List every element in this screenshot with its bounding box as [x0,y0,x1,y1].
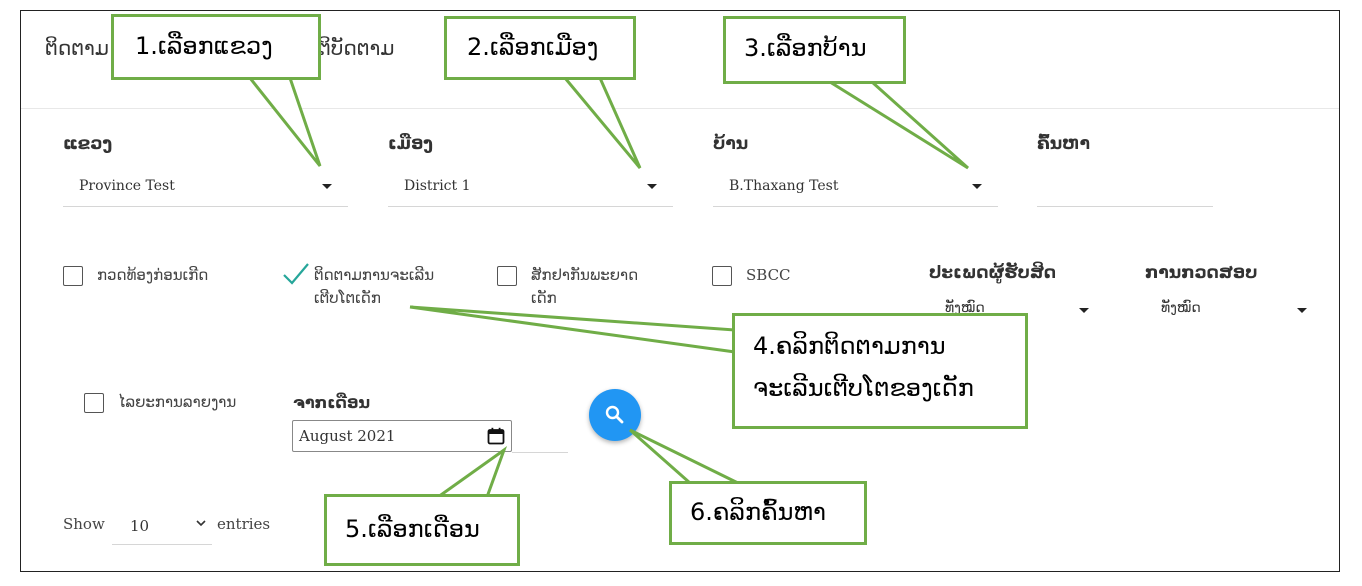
callout-select-province: 1.ເລືອກແຂວງ [111,14,321,80]
page-frame [20,10,1340,572]
search-input[interactable] [1037,170,1213,207]
entries-label: entries [217,515,271,533]
growth-monitoring-label: ຕິດຕາມການຈະເລີນ ເຕີບໂຕເດັກ [314,264,434,310]
search-label: ຄົ້ນຫາ [1037,134,1091,154]
district-label: ເມືອງ [388,134,433,154]
district-value: District 1 [404,178,471,194]
callout-click-search: 6.ຄລິກຄົ້ນຫາ [669,481,867,545]
from-month-input[interactable]: August 2021 [292,420,512,452]
check-type-value: ທັງໝົດ [1161,300,1201,316]
vaccination-label-line1: ສັກຢາກັນພະຍາດ [531,266,639,284]
from-month-label: ຈາກເດືອນ [293,393,371,412]
callout-click-growth-monitoring: 4.ຄລິກຕິດຕາມການ ຈະເລີນເຕີບໂຕຂອງເດັກ [732,313,1028,429]
callout-1-pointer [246,76,322,167]
callout-6-text: 6.ຄລິກຄົ້ນຫາ [690,498,826,526]
report-period-checkbox[interactable] [84,393,104,413]
prenatal-checkbox[interactable] [63,266,83,286]
callout-1-text: 1.ເລືອກແຂວງ [135,32,273,60]
province-select[interactable]: Province Test [63,170,348,207]
report-period-label: ໄລຍະການລາຍງານ [118,393,237,411]
entries-value: 10 [130,517,150,535]
callout-2-text: 2.ເລືອກເມືອງ [467,33,599,61]
callout-5-pointer [433,445,508,499]
calendar-icon[interactable] [487,427,505,445]
vaccination-label: ສັກຢາກັນພະຍາດ ເດັກ [531,264,638,310]
growth-monitoring-label-line2: ເຕີບໂຕເດັກ [314,289,381,307]
caret-down-icon [322,184,332,189]
callout-select-month: 5.ເລືອກເດືອນ [324,494,520,566]
village-select[interactable]: B.Thaxang Test [713,170,998,207]
sbcc-checkbox[interactable] [712,266,732,286]
callout-3-pointer [824,80,970,170]
callout-5-text: 5.ເລືອກເດືອນ [345,515,480,543]
recipient-type-label: ປະເພດຜູ້ຮັບສິດ [929,263,1056,283]
caret-down-icon [972,184,982,189]
vaccination-label-line2: ເດັກ [531,289,557,307]
recipient-type-value: ທັງໝົດ [945,300,985,316]
page-title-tail: ຕິບັດຕາມ [318,36,395,60]
check-type-select[interactable]: ທັງໝົດ [1145,294,1317,330]
date-underline [512,452,568,453]
village-label: ບ້ານ [713,134,749,154]
caret-down-icon [1297,308,1307,313]
header-divider [21,108,1339,109]
from-month-value: August 2021 [299,427,396,445]
entries-select[interactable]: 10 [112,508,212,545]
callout-select-village: 3.ເລືອກບ້ານ [723,16,906,84]
callout-4-pointer [409,305,737,354]
callout-6-pointer [629,428,739,485]
prenatal-label: ກວດທ້ອງກ່ອນເກີດ [97,266,209,284]
page-title: ຕິດຕາມ [45,36,109,60]
province-value: Province Test [79,178,175,194]
check-type-label: ການກວດສອບ [1145,263,1258,283]
recipient-type-select[interactable]: ທັງໝົດ [929,294,1099,330]
callout-select-district: 2.ເລືອກເມືອງ [444,16,636,80]
caret-down-icon [647,184,657,189]
search-icon [605,405,624,424]
check-icon[interactable] [282,262,310,286]
callout-2-pointer [561,76,642,169]
callout-3-text: 3.ເລືອກບ້ານ [744,34,867,62]
show-label: Show [63,515,105,533]
sbcc-label: SBCC [746,266,791,284]
district-select[interactable]: District 1 [388,170,673,207]
province-label: ແຂວງ [63,134,113,154]
caret-down-icon [1079,308,1089,313]
vaccination-checkbox[interactable] [497,266,517,286]
chevron-down-icon [196,520,206,527]
growth-monitoring-label-line1: ຕິດຕາມການຈະເລີນ [314,266,435,284]
village-value: B.Thaxang Test [729,178,839,194]
callout-4-text-line2: ຈະເລີນເຕີບໂຕຂອງເດັກ [753,374,974,402]
callout-4-text-line1: 4.ຄລິກຕິດຕາມການ [753,332,946,360]
